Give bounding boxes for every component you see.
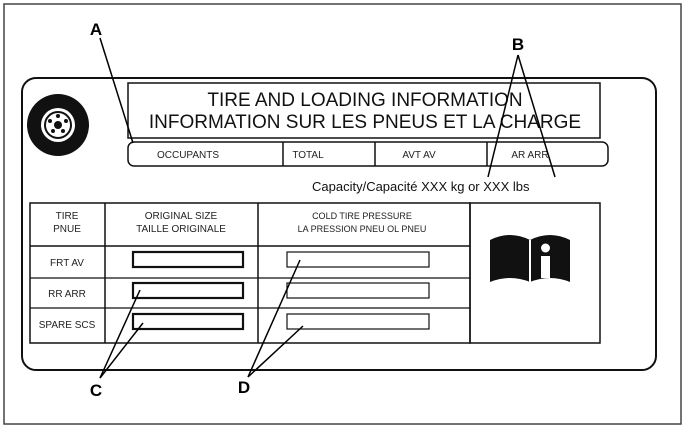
tire-label-sticker — [21, 77, 657, 371]
pressure-field-rear — [286, 282, 430, 299]
pressure-field-spare — [286, 313, 430, 330]
size-field-front — [131, 250, 245, 269]
title-box — [127, 82, 601, 139]
callout-b: B — [512, 35, 524, 54]
title-french: INFORMATION SUR LES PNEUS ET LA CHARGE — [149, 112, 581, 133]
leader-line-b — [517, 54, 556, 178]
tire-icon — [27, 94, 89, 156]
leader-line-c — [99, 289, 141, 379]
header-size-line: TAILLE ORIGINALE — [136, 224, 226, 235]
callout-d: D — [238, 378, 250, 397]
row-label-spare: SPARE SCS — [39, 320, 96, 331]
header-tire: TIRE PNUE — [53, 211, 81, 235]
size-field-spare — [131, 312, 245, 331]
load-cell-rear: AR ARR — [511, 150, 548, 161]
row-label-front: FRT AV — [50, 258, 84, 269]
header-tire-line: PNUE — [53, 224, 81, 235]
pressure-field-front — [286, 251, 430, 268]
callout-a: A — [90, 20, 102, 39]
header-pressure-line: LA PRESSION PNEU OL PNEU — [298, 224, 427, 234]
header-original-size: ORIGINAL SIZE TAILLE ORIGINALE — [136, 211, 226, 235]
leader-line-d — [247, 325, 304, 378]
header-tire-line: TIRE — [56, 211, 79, 222]
load-cell-total: TOTAL — [292, 150, 324, 161]
callout-c: C — [90, 381, 102, 400]
row-label-rear: RR ARR — [48, 289, 86, 300]
header-cold-pressure: COLD TIRE PRESSURE LA PRESSION PNEU OL PN… — [298, 211, 427, 234]
leader-line-d — [247, 259, 301, 378]
figure-frame — [3, 3, 682, 425]
header-size-line: ORIGINAL SIZE — [145, 211, 218, 222]
load-cells-row — [127, 141, 609, 167]
manual-icon-box — [469, 202, 601, 344]
load-cell-occupants: OCCUPANTS — [157, 150, 219, 161]
load-cell-front: AVT AV — [402, 150, 436, 161]
leader-line-c — [99, 322, 144, 379]
leader-line-b — [487, 54, 519, 178]
leader-line-a — [99, 37, 134, 144]
title-english: TIRE AND LOADING INFORMATION — [207, 90, 522, 111]
capacity-text: Capacity/Capacité XXX kg or XXX lbs — [312, 179, 530, 194]
owners-manual-info-icon — [490, 235, 570, 282]
header-pressure-line: COLD TIRE PRESSURE — [312, 211, 412, 221]
size-field-rear — [131, 281, 245, 300]
